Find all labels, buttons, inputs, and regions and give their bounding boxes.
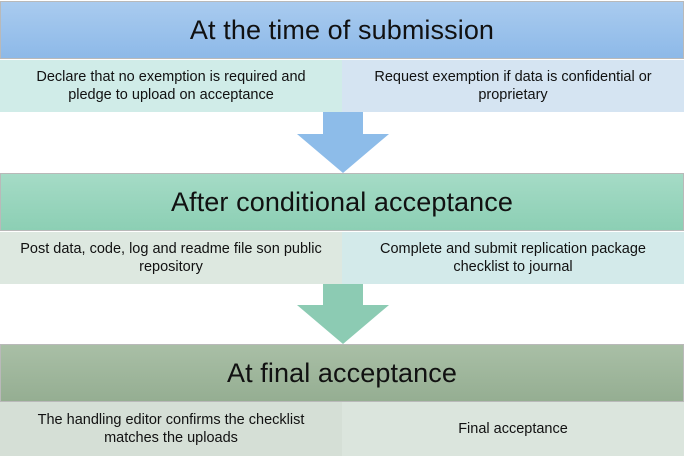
arrow-down-icon bbox=[296, 112, 389, 173]
stage-1-row: Declare that no exemption is required an… bbox=[0, 60, 684, 112]
arrow-down-2 bbox=[0, 284, 685, 344]
stage-3-title: At final acceptance bbox=[0, 344, 684, 402]
stage-3-left-box: The handling editor confirms the checkli… bbox=[0, 402, 342, 456]
stage-1-title: At the time of submission bbox=[0, 1, 684, 59]
stage-2-right-box: Complete and submit replication package … bbox=[342, 232, 684, 284]
arrow-down-icon bbox=[296, 284, 389, 344]
arrow-down-1 bbox=[0, 112, 685, 173]
stage-2-row: Post data, code, log and readme file son… bbox=[0, 232, 684, 284]
stage-1-right-box: Request exemption if data is confidentia… bbox=[342, 60, 684, 112]
stage-1-left-box: Declare that no exemption is required an… bbox=[0, 60, 342, 112]
stage-3-row: The handling editor confirms the checkli… bbox=[0, 402, 684, 456]
stage-3-right-box: Final acceptance bbox=[342, 402, 684, 456]
stage-2-left-box: Post data, code, log and readme file son… bbox=[0, 232, 342, 284]
stage-2-title: After conditional acceptance bbox=[0, 173, 684, 231]
